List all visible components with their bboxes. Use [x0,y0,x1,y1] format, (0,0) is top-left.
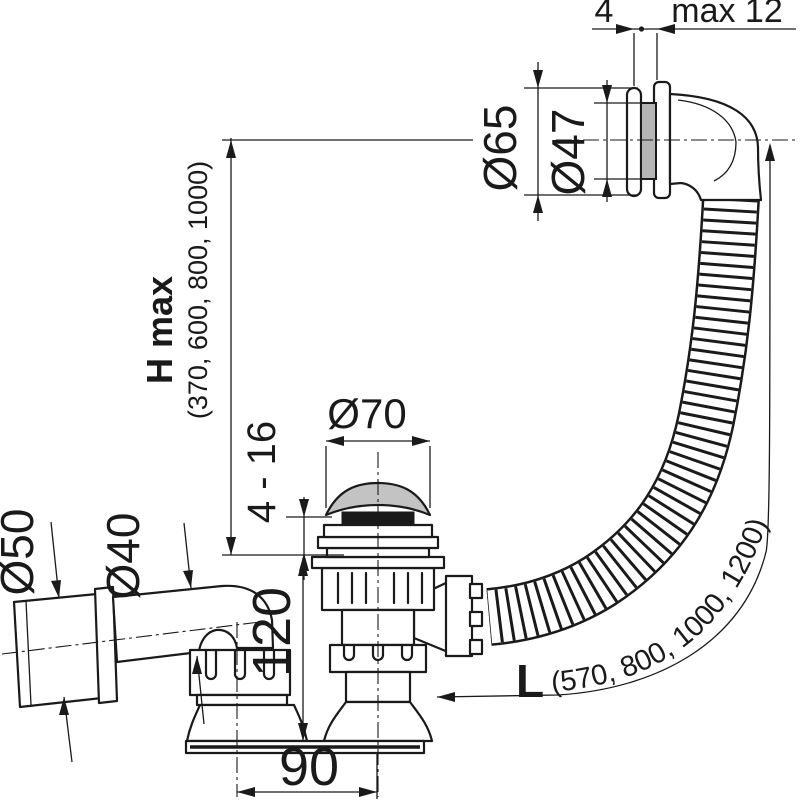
union-nut-tooth [468,638,484,656]
dim-plug-cap: Ø70 [325,390,431,508]
arrow-down-icon [602,85,612,103]
dim-flange-and-wall: 4 max 12 [592,0,796,86]
dim-dia50-label: Ø50 [0,509,43,596]
arrow-up-icon [602,179,612,197]
outlet-pipe-assembly [12,584,309,743]
overflow-gasket [640,102,657,180]
dim-4-16-label: 4 - 16 [240,421,284,523]
outlet-socket [12,592,104,709]
arrow-left-icon [326,436,344,446]
dim-max12-label: max 12 [671,0,783,30]
arrow-right-icon [359,787,377,797]
hose-union-nut [444,574,474,658]
corrugated-hose [486,196,760,646]
dim-4-label: 4 [595,0,614,30]
arrow-up-icon [59,697,69,715]
arrow-up-icon [765,143,775,161]
outlet-pipe-elbow [111,584,275,664]
overflow-elbow-body [668,92,763,202]
arrow-left-icon [237,787,255,797]
strainer-ribs [336,571,424,605]
dim-trap-height: 120 [242,558,308,741]
arrow-down-icon [183,570,193,588]
nut-slot [262,648,276,681]
nut-slot [400,643,414,662]
arrow-down-icon [299,499,309,517]
nut-slot [233,648,247,681]
drain-plug-assembly [310,481,484,743]
arrow-down-icon [298,723,308,741]
right-branch-flare [322,700,434,743]
nut-slot [371,643,385,662]
overflow-dome-inner-line [677,99,737,182]
dim-90-label: 90 [279,737,339,797]
dim-overflow-opening: Ø47 [542,80,654,202]
arrow-up-icon [226,140,236,158]
arrow-up-icon [298,558,308,576]
dim-socket: Ø50 [0,509,73,763]
union-nut-tooth [468,582,484,600]
dim-hmax-label: H max [139,276,180,384]
dim-dia65-label: Ø65 [474,105,526,192]
overflow-flange [625,86,643,198]
arrow-down-icon [533,70,543,88]
dim-hmax-values: (370, 600, 800, 1000) [183,161,213,419]
dim-dia40-label: Ø40 [97,513,149,600]
dim-dia47-label: Ø47 [542,109,594,196]
dim-dia70-label: Ø70 [327,390,406,437]
nut-slot [342,643,356,662]
dim-outlet-offset: 90 [237,737,378,799]
arrow-left-icon [437,692,455,702]
outlet-pipe-centerline [1,621,261,655]
left-branch-lip [195,693,289,707]
dim-120-label: 120 [242,587,302,677]
socket-collar [93,585,119,705]
arrow-down-icon [51,580,61,598]
arrow-down-icon [226,537,236,555]
arrow-left-icon [657,24,675,34]
dim-height: H max (370, 600, 800, 1000) [139,138,473,556]
dim-pipe: Ø40 [97,513,205,725]
arrow-right-icon [616,24,634,34]
arrow-up-icon [533,195,543,213]
dim-overflow-outer: Ø65 [474,62,638,221]
arrow-up-icon [192,656,202,674]
nut-slot [204,648,218,681]
overflow-head [625,80,763,202]
dim-rim-thickness: 4 - 16 [240,421,332,580]
socket-end-line [25,600,32,706]
union-nut-tooth [468,610,484,628]
centerlines [1,139,798,797]
arrow-right-icon [412,436,430,446]
dim-l-label: L [516,655,544,707]
left-branch-flare [185,703,309,743]
trap-base-plate [184,739,426,755]
dim-dot [638,26,645,32]
